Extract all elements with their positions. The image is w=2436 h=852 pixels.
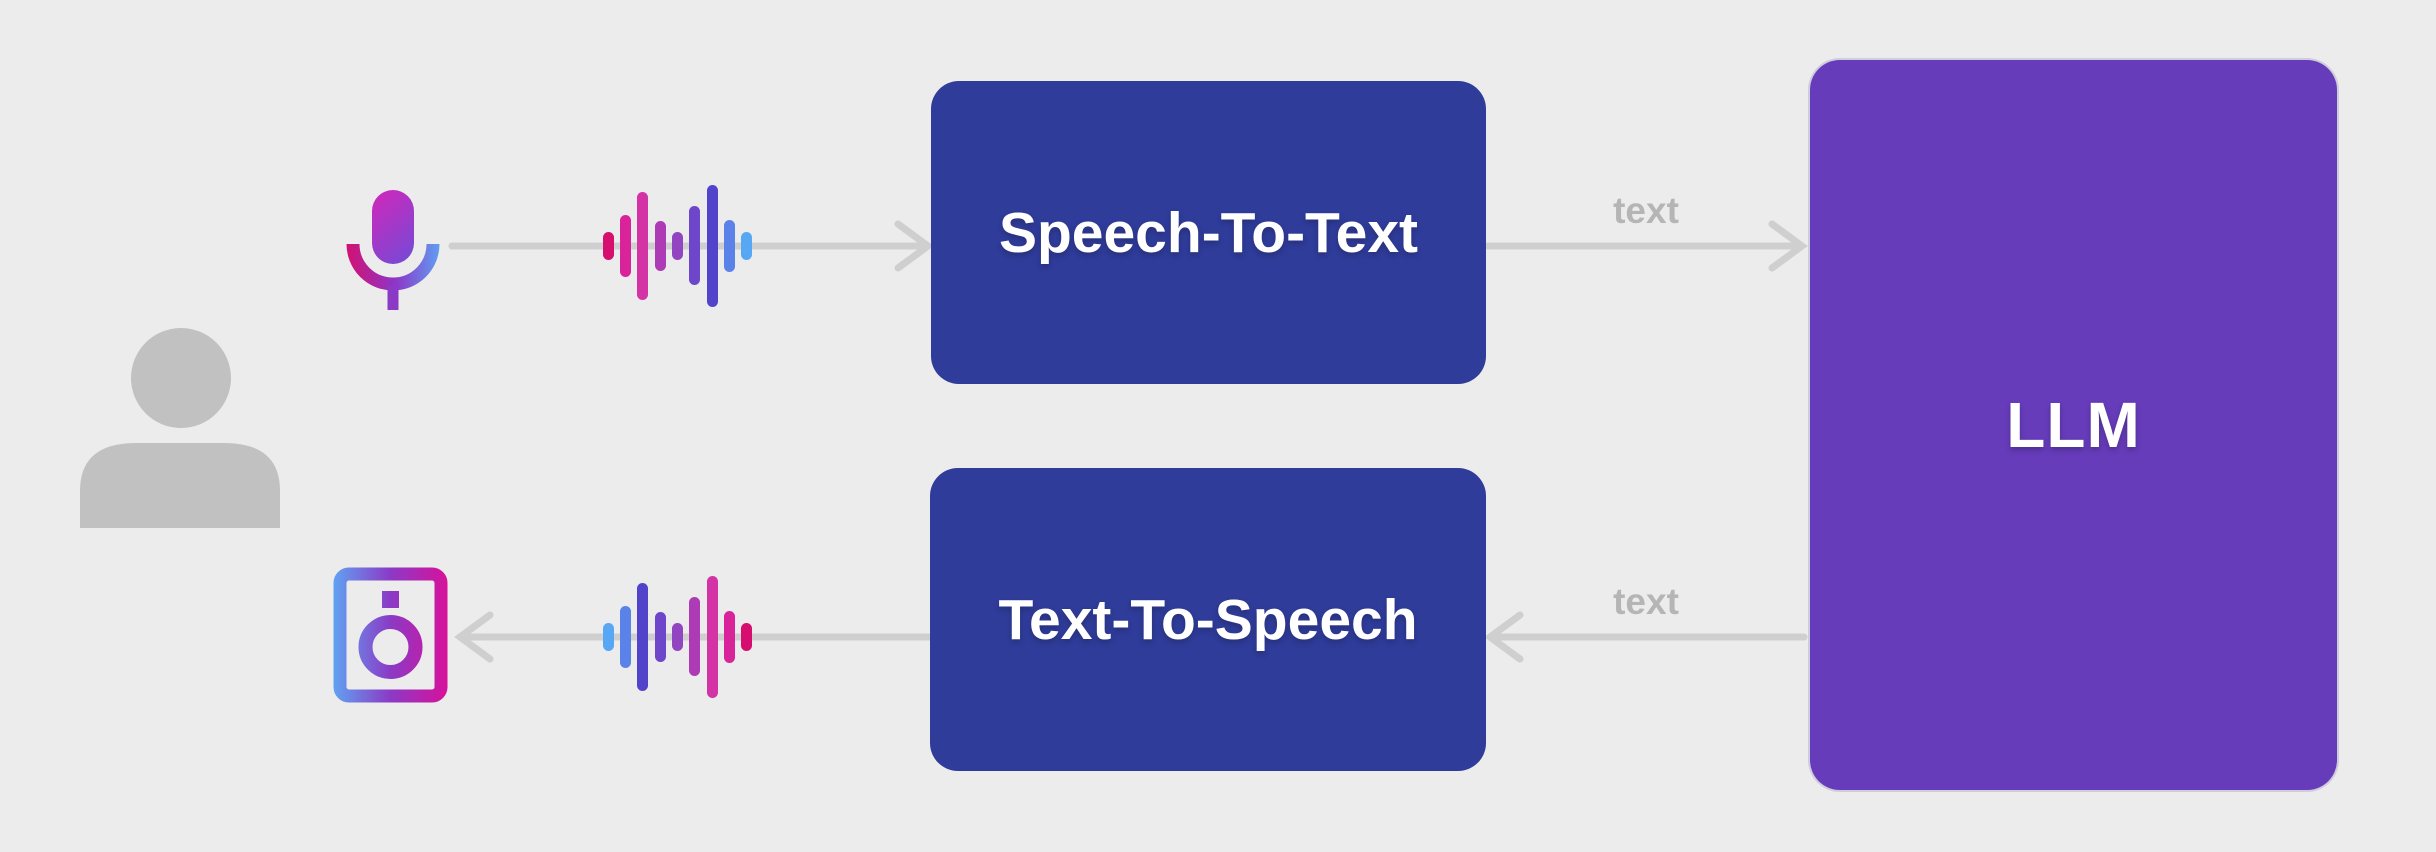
- node-llm: LLM: [1810, 60, 2337, 790]
- node-llm-label: LLM: [2006, 389, 2141, 461]
- speaker-icon: [333, 567, 448, 703]
- waveform-output-icon: [603, 576, 752, 698]
- arrow-mic-to-stt: [448, 220, 934, 272]
- arrow-stt-to-llm: [1484, 220, 1808, 272]
- arrow-head-icon: [454, 611, 494, 663]
- edge-label-llm-to-tts: text: [1613, 581, 1679, 622]
- node-text-to-speech-label: Text-To-Speech: [998, 587, 1418, 652]
- arrow-head-icon: [894, 220, 934, 272]
- microphone-icon: [346, 190, 440, 310]
- waveform-input-icon: [603, 185, 752, 307]
- node-speech-to-text: Speech-To-Text: [931, 81, 1486, 384]
- person-icon: [80, 328, 280, 528]
- edge-label-stt-to-llm: text: [1613, 190, 1679, 231]
- arrow-llm-to-tts: [1484, 611, 1808, 663]
- node-speech-to-text-label: Speech-To-Text: [998, 200, 1419, 265]
- arrow-head-icon: [1768, 220, 1808, 272]
- node-text-to-speech: Text-To-Speech: [930, 468, 1486, 771]
- arrow-head-icon: [1484, 611, 1524, 663]
